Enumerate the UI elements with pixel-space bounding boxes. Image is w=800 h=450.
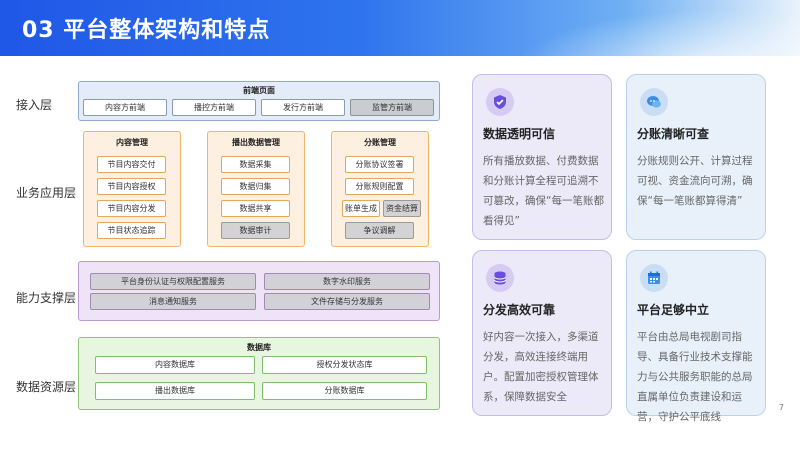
broadcast-data-group: 播出数据管理 数据采集 数据归集 数据共享 数据审计 <box>207 131 305 247</box>
group-item: 节目内容分发 <box>97 200 166 217</box>
page-title: 03 平台整体架构和特点 <box>22 18 271 43</box>
data-item: 分账数据库 <box>262 382 427 400</box>
settlement-group: 分账管理 分账协议签署 分账规则配置 账单生成 资金结算 争议调解 <box>331 131 429 247</box>
group-item: 分账规则配置 <box>345 178 414 195</box>
access-layer: 前端页面 内容方前端 播控方前端 发行方前端 监管方前端 <box>78 81 440 121</box>
access-item-distribution: 发行方前端 <box>261 99 345 116</box>
group-item: 数据共享 <box>221 200 290 217</box>
group-title: 分账管理 <box>364 138 396 147</box>
chat-bubbles-icon <box>640 88 668 116</box>
capability-layer: 平台身份认证与权限配置服务 数字水印服务 消息通知服务 文件存储与分发服务 <box>78 261 440 321</box>
group-item: 争议调解 <box>345 222 414 239</box>
group-item: 账单生成 <box>342 200 380 217</box>
card-title: 分账清晰可查 <box>637 127 710 141</box>
layer-label-capability: 能力支撑层 <box>16 291 77 305</box>
group-item: 数据归集 <box>221 178 290 195</box>
feature-card-settlement: 分账清晰可查 分账规则公开、计算过程可视、资金流向可溯，确保“每一笔账都算得清” <box>626 74 766 240</box>
layer-label-access: 接入层 <box>16 98 53 112</box>
card-title: 分发高效可靠 <box>483 303 556 317</box>
capability-item: 数字水印服务 <box>264 273 430 290</box>
group-item: 节目内容交付 <box>97 156 166 173</box>
group-item: 分账协议签署 <box>345 156 414 173</box>
group-item: 数据审计 <box>221 222 290 239</box>
card-title: 数据透明可信 <box>483 127 556 141</box>
card-description: 平台由总局电视剧司指导、具备行业技术支撑能力与公共服务职能的总局直属单位负责建设… <box>637 331 753 423</box>
data-layer-title: 数据库 <box>247 343 271 352</box>
shield-check-icon <box>486 88 514 116</box>
layer-label-business: 业务应用层 <box>16 186 77 200</box>
feature-card-neutral: 平台足够中立 平台由总局电视剧司指导、具备行业技术支撑能力与公共服务职能的总局直… <box>626 250 766 423</box>
content-management-group: 内容管理 节目内容交付 节目内容授权 节目内容分发 节目状态追踪 <box>83 131 181 247</box>
data-item: 内容数据库 <box>95 356 255 374</box>
data-item: 授权分发状态库 <box>262 356 427 374</box>
data-item: 播出数据库 <box>95 382 255 400</box>
group-item: 资金结算 <box>383 200 421 217</box>
card-description: 分账规则公开、计算过程可视、资金流向可溯，确保“每一笔账都算得清” <box>637 155 753 207</box>
access-item-content: 内容方前端 <box>83 99 167 116</box>
group-item: 节目状态追踪 <box>97 222 166 239</box>
header-banner: 03 平台整体架构和特点 <box>0 0 800 56</box>
database-icon <box>486 264 514 292</box>
access-layer-title: 前端页面 <box>243 86 275 95</box>
group-item: 节目内容授权 <box>97 178 166 195</box>
access-item-broadcast: 播控方前端 <box>172 99 256 116</box>
card-description: 所有播放数据、付费数据和分账计算全程可追溯不可篡改，确保“每一笔账都看得见” <box>483 155 604 227</box>
group-title: 播出数据管理 <box>232 138 280 147</box>
group-item: 数据采集 <box>221 156 290 173</box>
capability-item: 消息通知服务 <box>90 293 256 310</box>
business-layer: 内容管理 节目内容交付 节目内容授权 节目内容分发 节目状态追踪 播出数据管理 … <box>78 131 440 250</box>
page-number: 7 <box>778 403 784 412</box>
capability-item: 文件存储与分发服务 <box>264 293 430 310</box>
feature-card-distribution: 分发高效可靠 好内容一次接入，多渠道分发，高效连接终端用户。配置加密授权管理体系… <box>472 250 612 416</box>
banner-decoration <box>480 0 800 56</box>
card-title: 平台足够中立 <box>637 303 710 317</box>
data-layer: 数据库 内容数据库 授权分发状态库 播出数据库 分账数据库 <box>78 337 440 410</box>
card-description: 好内容一次接入，多渠道分发，高效连接终端用户。配置加密授权管理体系，保障数据安全 <box>483 331 599 403</box>
feature-card-transparency: 数据透明可信 所有播放数据、付费数据和分账计算全程可追溯不可篡改，确保“每一笔账… <box>472 74 612 240</box>
capability-item: 平台身份认证与权限配置服务 <box>90 273 256 290</box>
calendar-icon <box>640 264 668 292</box>
group-title: 内容管理 <box>116 138 148 147</box>
layer-label-data: 数据资源层 <box>16 380 77 394</box>
access-item-regulator: 监管方前端 <box>350 99 434 116</box>
